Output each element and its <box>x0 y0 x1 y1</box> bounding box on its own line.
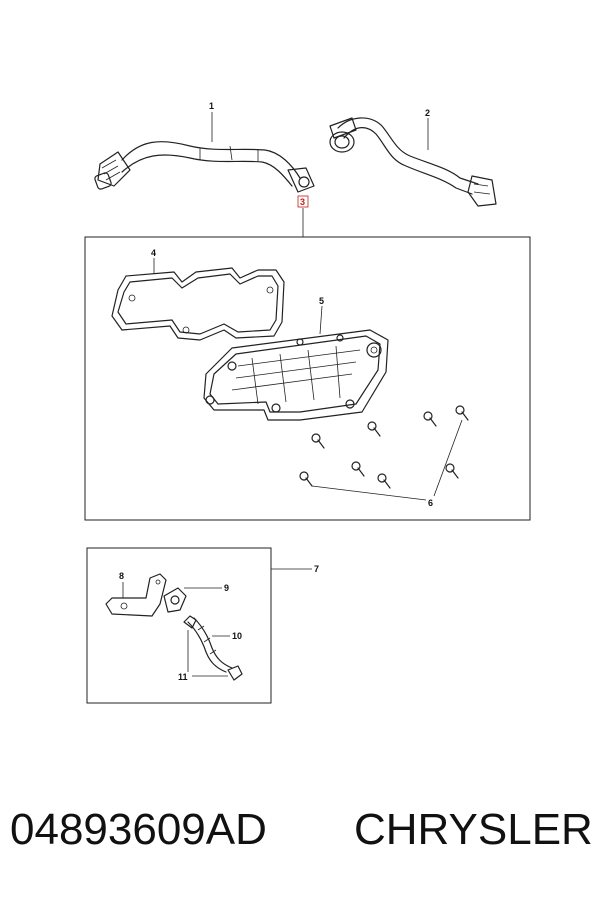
part-2-harness <box>329 117 497 207</box>
callout-2: 2 <box>425 108 430 118</box>
callout-5: 5 <box>319 296 324 306</box>
bolt <box>299 471 313 487</box>
bolt <box>445 463 459 479</box>
bolt <box>311 433 325 449</box>
callout-10: 10 <box>232 631 242 641</box>
part-number: 04893609AD <box>10 805 267 854</box>
leader-6a <box>311 485 427 501</box>
callout-6: 6 <box>428 498 433 508</box>
bolt <box>367 421 381 437</box>
callout-11: 11 <box>178 672 188 682</box>
callout-4: 4 <box>151 248 156 258</box>
bolt <box>377 473 391 489</box>
callout-1: 1 <box>209 101 214 111</box>
bolt <box>351 461 365 477</box>
callout-3-marker <box>297 195 309 208</box>
leader-6b <box>433 419 463 497</box>
part-4-gasket <box>111 267 285 341</box>
callout-7: 7 <box>314 564 319 574</box>
bolt <box>423 411 437 427</box>
callout-8: 8 <box>119 571 124 581</box>
part-11-clips <box>183 615 243 681</box>
brand-name: CHRYSLER <box>354 805 593 854</box>
bolt <box>455 405 469 421</box>
callout-3: 3 <box>300 197 305 207</box>
part-8-bracket <box>105 573 167 617</box>
part-9-sensor <box>163 587 187 613</box>
assembly-3-box <box>84 236 531 521</box>
callout-9: 9 <box>224 583 229 593</box>
part-5-module <box>203 329 389 421</box>
part-6-bolts <box>299 405 469 489</box>
part-10-hose <box>187 617 233 673</box>
leader-5 <box>319 305 323 335</box>
assembly-7-box <box>86 547 272 704</box>
part-1-harness <box>94 141 315 193</box>
